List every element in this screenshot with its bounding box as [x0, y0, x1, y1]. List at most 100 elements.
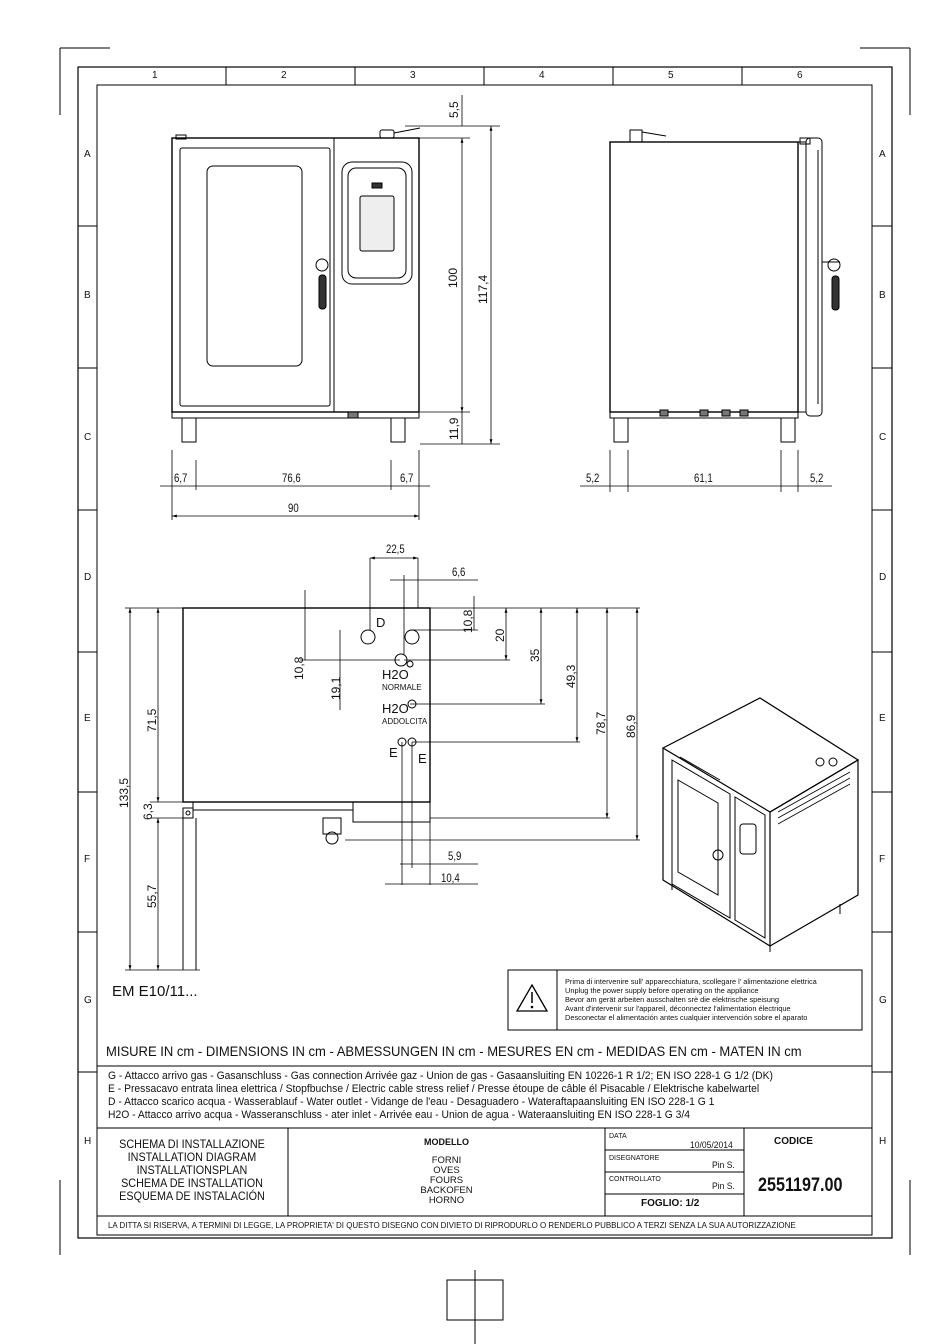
- dim-conn-6-3: 6,3: [141, 803, 155, 820]
- dim-side-right: 5,2: [810, 471, 824, 485]
- schema-line-es: ESQUEMA DE INSTALACIÓN: [119, 1188, 265, 1203]
- grid-row-h-left: H: [84, 1136, 92, 1147]
- connections-dimensions: [125, 556, 640, 971]
- warning-line-it: Prima di intervenire sull' apparecchiatu…: [565, 977, 817, 986]
- connections-view: [182, 607, 431, 970]
- dim-conn-10-8-left: 10,8: [292, 656, 306, 680]
- modello-line-4: BACKOFEN: [420, 1184, 473, 1196]
- warning-line-fr: Avant d'intervenir sur l'appareil, décon…: [565, 1004, 791, 1013]
- dim-front-body: 100: [446, 267, 460, 288]
- dim-conn-71-5: 71,5: [145, 708, 159, 732]
- grid-row-d-right: D: [879, 572, 887, 583]
- label-electric-e-left: E: [389, 745, 398, 760]
- label-addolcita: ADDOLCITA: [382, 717, 428, 726]
- grid-col-6: 6: [797, 70, 803, 81]
- modello-block: MODELLO FORNI OVES FOURS BACKOFEN HORNO: [288, 1137, 605, 1206]
- legal-footer: LA DITTA SI RISERVA, A TERMINI DI LEGGE,…: [108, 1220, 796, 1230]
- data-label: DATA: [609, 1133, 627, 1140]
- dim-conn-10-8-right: 10,8: [461, 609, 475, 633]
- front-dimensions: [160, 95, 500, 520]
- grid-col-5: 5: [668, 70, 674, 81]
- grid-col-1: 1: [152, 70, 158, 81]
- foglio: FOGLIO: 1/2: [641, 1198, 700, 1209]
- dim-conn-35: 35: [528, 648, 542, 662]
- grid-row-f-left: F: [84, 854, 91, 865]
- measures-line: MISURE IN cm - DIMENSIONS IN cm - ABMESS…: [106, 1043, 802, 1059]
- dim-conn-6-6: 6,6: [452, 565, 466, 579]
- grid-row-e-left: E: [84, 713, 91, 724]
- dim-conn-10-4: 10,4: [441, 871, 460, 885]
- modello-line-3: FOURS: [429, 1174, 464, 1186]
- grid-row-b-right: B: [879, 290, 886, 301]
- front-view: [171, 127, 421, 443]
- dim-conn-5-9: 5,9: [448, 849, 462, 863]
- legend-water: H2O - Attacco arrivo acqua - Wasseransch…: [108, 1109, 690, 1121]
- dim-front-width: 90: [288, 501, 299, 515]
- label-electric-e-right: E: [418, 751, 427, 766]
- label-h2o-addolcita: H2O: [382, 701, 409, 716]
- grid-row-c-left: C: [84, 432, 92, 443]
- warning-line-de: Bevor am gerät arbeiten ausschalten srè …: [565, 995, 780, 1004]
- modello-label: MODELLO: [424, 1137, 469, 1147]
- dim-front-middle: 76,6: [282, 471, 301, 485]
- grid-col-4: 4: [539, 70, 545, 81]
- dim-conn-86-9: 86,9: [624, 714, 638, 738]
- grid-row-g-left: G: [84, 995, 92, 1006]
- modello-line-1: FORNI: [431, 1155, 462, 1166]
- disegnatore-label: DISEGNATORE: [609, 1155, 660, 1162]
- legend-gas: G - Attacco arrivo gas - Gasanschluss - …: [108, 1070, 773, 1082]
- model-code: EM E10/11...: [112, 983, 198, 1000]
- dim-conn-20: 20: [493, 628, 507, 642]
- schema-line-it: SCHEMA DI INSTALLAZIONE: [119, 1137, 265, 1151]
- grid-col-3: 3: [410, 70, 416, 81]
- dim-front-top: 5,5: [447, 101, 461, 118]
- dim-conn-22-5: 22,5: [386, 542, 405, 556]
- schema-line-de: INSTALLATIONSPLAN: [136, 1162, 248, 1177]
- warning-box: [507, 969, 863, 1031]
- label-drain-d: D: [376, 615, 386, 630]
- grid-row-a-right: A: [879, 149, 886, 160]
- connections-legend: G - Attacco arrivo gas - Gasanschluss - …: [108, 1071, 815, 1123]
- dim-front-left: 6,7: [174, 471, 188, 485]
- legend-electric: E - Pressacavo entrata linea elettrica /…: [108, 1083, 760, 1095]
- label-h2o-normale: H2O: [382, 667, 409, 682]
- dim-front-right: 6,7: [400, 471, 414, 485]
- dim-conn-133-5: 133,5: [117, 777, 131, 808]
- dim-side-left: 5,2: [586, 471, 600, 485]
- disegnatore-value: Pin S.: [712, 1160, 735, 1171]
- controllato-label: CONTROLLATO: [609, 1176, 661, 1183]
- isometric-view: [661, 697, 860, 952]
- label-normale: NORMALE: [382, 683, 422, 692]
- dim-side-middle: 61,1: [694, 471, 713, 485]
- crop-marks: [59, 47, 911, 1344]
- side-dimensions: [580, 450, 832, 492]
- dim-conn-19-1: 19,1: [329, 676, 343, 700]
- dim-front-total: 117,4: [476, 274, 490, 304]
- dim-front-feet: 11,9: [447, 417, 461, 440]
- grid-row-g-right: G: [879, 995, 887, 1006]
- warning-line-es: Desconectar el alimentación antes cualqu…: [565, 1013, 808, 1022]
- grid-row-b-left: B: [84, 290, 91, 301]
- dim-conn-78-7: 78,7: [594, 711, 608, 735]
- grid-row-d-left: D: [84, 572, 92, 583]
- schema-line-en: INSTALLATION DIAGRAM: [127, 1149, 257, 1164]
- schema-title: SCHEMA DI INSTALLAZIONE INSTALLATION DIA…: [102, 1138, 282, 1203]
- modello-line-2: OVES: [433, 1164, 460, 1176]
- grid-row-c-right: C: [879, 432, 887, 443]
- dim-conn-49-3: 49,3: [564, 664, 578, 688]
- title-block: [287, 1128, 745, 1216]
- warning-text: Prima di intervenire sull' apparecchiatu…: [565, 977, 817, 1022]
- schema-line-fr: SCHEMA DE INSTALLATION: [121, 1175, 263, 1190]
- modello-line-5: HORNO: [428, 1194, 465, 1206]
- data-value: 10/05/2014: [690, 1140, 733, 1151]
- grid-row-e-right: E: [879, 713, 886, 724]
- side-view: [609, 129, 841, 443]
- legend-drain: D - Attacco scarico acqua - Wasserablauf…: [108, 1096, 715, 1108]
- codice-value: 2551197.00: [758, 1175, 843, 1196]
- grid-row-a-left: A: [84, 149, 91, 160]
- controllato-value: Pin S.: [712, 1181, 735, 1192]
- grid-col-2: 2: [281, 70, 287, 81]
- dim-conn-55-7: 55,7: [145, 884, 159, 908]
